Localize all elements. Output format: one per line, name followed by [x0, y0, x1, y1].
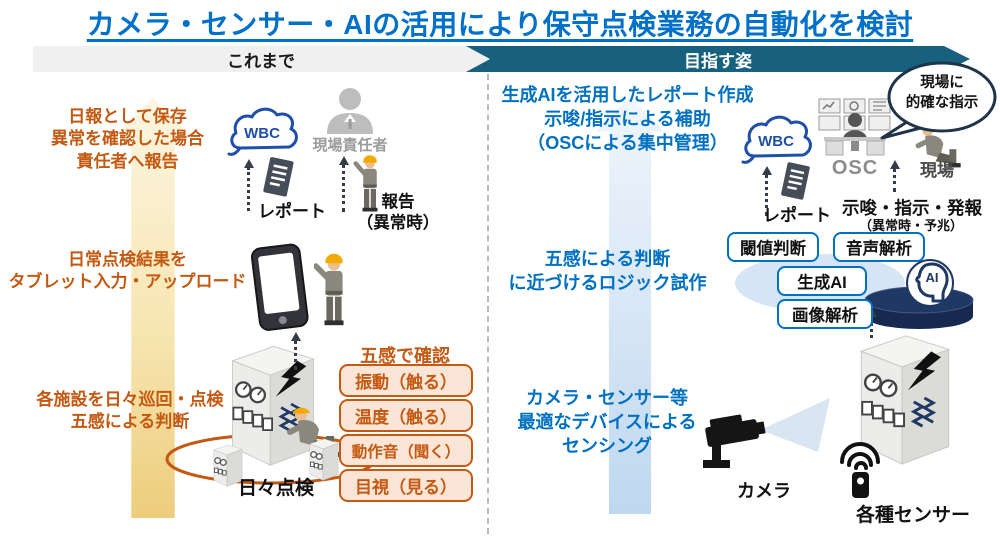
band-before-label: これまで	[227, 51, 295, 71]
dotted-arrow-machine-tablet	[291, 332, 301, 370]
osc-label: OSC	[831, 157, 879, 179]
dotted-arrow-report-left	[244, 159, 254, 211]
dotted-arrow-alert	[890, 160, 900, 192]
sense-box-temperature: 温度（触る）	[339, 399, 473, 432]
band-target-label: 目指す姿	[684, 51, 752, 71]
wbc-cloud-icon-right: WBC	[741, 115, 812, 164]
osc-station-icon	[818, 98, 891, 156]
dotted-arrow-report-right	[762, 166, 772, 216]
daily-inspection-label: 日々点検	[237, 478, 314, 499]
report-doc-icon-left	[263, 157, 294, 197]
equipment-machine-icon-left	[231, 345, 315, 466]
sense-box-visual: 目視（見る）	[339, 469, 473, 502]
report-label-right: レポート	[763, 206, 831, 225]
band-before: これまで	[33, 46, 489, 72]
dotted-arrow-notify	[339, 156, 349, 212]
sensor-label: 各種センサー	[855, 505, 970, 526]
wbc-cloud-icon: WBC	[227, 107, 298, 156]
sense-box-sound: 動作音（聞く）	[339, 434, 473, 467]
ai-box-audio: 音声解析	[833, 232, 925, 262]
bubble-text: 現場に 的確な指示	[905, 75, 979, 112]
column-divider	[487, 74, 489, 534]
note-genai-report: 生成AIを活用したレポート作成 示唆/指示による補助 （OSCによる集中管理）	[501, 85, 754, 153]
sense-box-vibration: 振動（触る）	[339, 364, 473, 397]
site-manager-label: 現場責任者	[312, 137, 388, 154]
site-manager-icon	[327, 88, 373, 134]
note-save-report: 日報として保存 異常を確認した場合 責任者へ報告	[51, 107, 204, 171]
ai-head-icon: AI	[906, 259, 954, 307]
note-tablet-upload: 日常点検結果を タブレット入力・アップロード	[8, 250, 247, 292]
report-doc-icon-right	[781, 162, 810, 200]
alert-title: 示唆・指示・発報	[842, 198, 982, 218]
sensor-icon	[840, 442, 880, 498]
page-title: カメラ・センサー・AIの活用により保守点検業務の自動化を検討	[86, 9, 914, 40]
camera-label: カメラ	[737, 481, 791, 501]
note-logic-trial: 五感による判断 に近づけるロジック試作	[508, 249, 707, 293]
senses-title: 五感で確認	[360, 346, 450, 366]
ai-box-image: 画像解析	[777, 299, 873, 329]
notify-label: 報告 （異常時）	[356, 193, 440, 232]
note-sensing: カメラ・センサー等 最適なデバイスによる センシング	[517, 388, 697, 456]
equipment-machine-icon-right	[859, 335, 951, 465]
note-patrol: 各施設を日々巡回・点検 五感による判断	[36, 390, 224, 432]
speech-bubble	[880, 61, 997, 140]
band-target: 目指す姿	[466, 46, 970, 72]
report-label-left: レポート	[258, 202, 326, 221]
worker-tablet-icon	[314, 253, 344, 326]
mini-facility-icon-1	[213, 444, 243, 487]
camera-icon	[703, 398, 830, 468]
wbc-right-label: WBC	[758, 133, 794, 150]
ai-box-genai: 生成AI	[777, 266, 867, 296]
tablet-icon	[250, 243, 309, 331]
alert-subtitle: （異常時・予兆）	[858, 218, 963, 233]
wbc-left-label: WBC	[244, 125, 280, 142]
worker-reporting-icon	[353, 155, 378, 212]
mini-facility-icon-2	[309, 438, 339, 481]
site-label: 現場	[920, 161, 954, 180]
ai-head-label: AI	[926, 270, 939, 285]
ai-box-threshold: 閾値判断	[727, 232, 819, 262]
